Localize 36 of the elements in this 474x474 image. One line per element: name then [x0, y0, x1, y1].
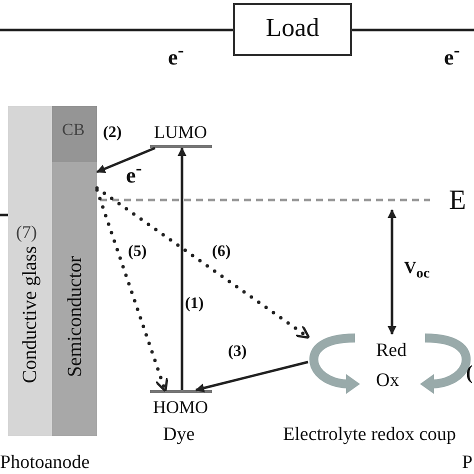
dotted-arrow: [95, 186, 310, 339]
wire: [0, 28, 233, 32]
fermi-level-label: E: [449, 185, 466, 217]
wire: [0, 214, 8, 216]
node-label: Load: [264, 13, 320, 43]
node-label: LUMO: [154, 122, 207, 143]
layer-label: P: [462, 452, 473, 474]
layer-label: Dye: [163, 424, 195, 446]
electron-label: e$^{-}$: [444, 40, 460, 70]
node-label: HOMO: [153, 397, 208, 418]
layer-label: Photoanode: [0, 452, 90, 474]
edge-label: (3): [228, 343, 247, 361]
edge-label: (2): [103, 124, 122, 142]
arrow: [195, 360, 308, 392]
dotted-arrow: [95, 188, 168, 392]
edge-label: (5): [128, 243, 147, 261]
edge-label: (6): [212, 243, 231, 261]
load-box: [233, 3, 352, 56]
node-label: CB: [62, 120, 85, 140]
arrow: [178, 147, 186, 390]
wire: [352, 28, 474, 32]
node-label: Red: [376, 340, 407, 362]
arrow: [96, 146, 156, 174]
electron-label: e$^{-}$: [126, 158, 142, 188]
node-label: Semiconductor: [62, 256, 86, 378]
voltage-label: V$_{oc}$: [404, 258, 430, 282]
edge-label: (1): [185, 295, 204, 313]
conduction-band-region: [52, 106, 97, 162]
conductive-glass-layer: [8, 106, 52, 436]
node-label: Ox: [376, 370, 400, 392]
semiconductor-layer: [52, 106, 97, 436]
node-label: Conductive glass: [18, 246, 42, 384]
electron-label: e$^{-}$: [168, 40, 184, 70]
process-number: (7): [16, 222, 37, 243]
process-number: (: [466, 362, 473, 385]
layer-label: Electrolyte redox coup: [283, 424, 456, 446]
